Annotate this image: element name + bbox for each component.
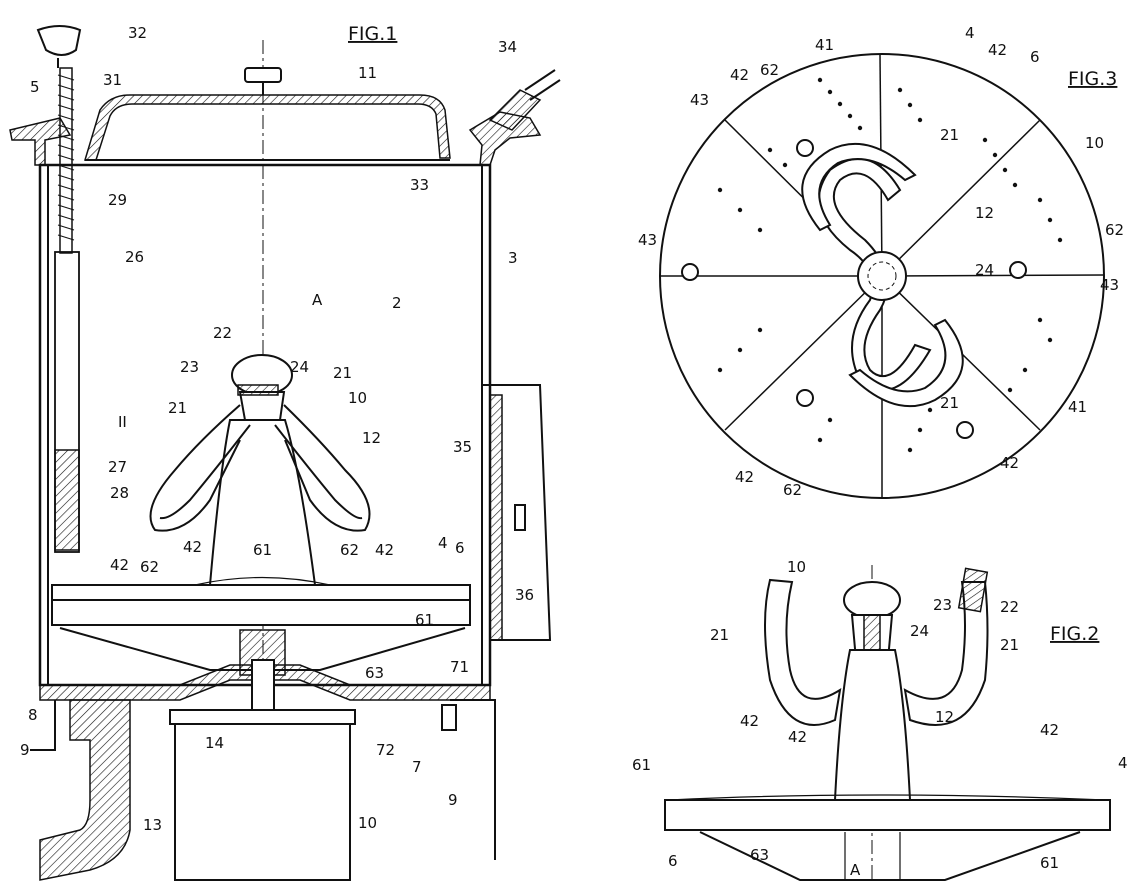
label-6: 6: [455, 539, 465, 557]
fig3-label-62c: 62: [783, 481, 802, 499]
label-14: 14: [205, 734, 224, 752]
label-28: 28: [110, 484, 129, 502]
fig3-label-42b: 42: [730, 66, 749, 84]
label-42-right: 42: [375, 541, 394, 559]
label-34: 34: [498, 38, 517, 56]
label-2: 2: [392, 294, 402, 312]
fig2-label-A: A: [850, 861, 861, 879]
label-42-left: 42: [110, 556, 129, 574]
label-42-center: 42: [183, 538, 202, 556]
fig3-label-21a: 21: [940, 126, 959, 144]
reference-labels: FIG.1 FIG.3 FIG.2 32 34 31 5 11 33 29 26…: [20, 23, 1128, 879]
label-7: 7: [412, 758, 422, 776]
fig1-drawing: [9, 25, 561, 881]
fig3-label-42c: 42: [735, 468, 754, 486]
fig2-label-61a: 61: [632, 756, 651, 774]
fig3-drawing: [659, 53, 1105, 499]
label-12: 12: [362, 429, 381, 447]
fig3-label-4: 4: [965, 24, 975, 42]
label-10: 10: [348, 389, 367, 407]
fig2-label-21b: 21: [1000, 636, 1019, 654]
label-21b: 21: [168, 399, 187, 417]
fig2-label-42c: 42: [1040, 721, 1059, 739]
fig3-label-24: 24: [975, 261, 994, 279]
label-9-left: 9: [20, 741, 30, 759]
fig3-label-42d: 42: [1000, 454, 1019, 472]
fig3-label-41: 41: [815, 36, 834, 54]
label-3: 3: [508, 249, 518, 267]
label-II: II: [118, 413, 127, 431]
fig3-label-10: 10: [1085, 134, 1104, 152]
fig2-label-24: 24: [910, 622, 929, 640]
label-11: 11: [358, 64, 377, 82]
label-63: 63: [365, 664, 384, 682]
label-61-right: 61: [415, 611, 434, 629]
fig2-label-21a: 21: [710, 626, 729, 644]
fig3-label-62a: 62: [760, 61, 779, 79]
fig2-drawing: [664, 565, 1111, 881]
label-13: 13: [143, 816, 162, 834]
fig3-label-42a: 42: [988, 41, 1007, 59]
fig3-label-62b: 62: [1105, 221, 1124, 239]
fig1-title: FIG.1: [348, 23, 397, 45]
fig2-label-42b: 42: [788, 728, 807, 746]
label-5: 5: [30, 78, 40, 96]
fig3-label-21b: 21: [940, 394, 959, 412]
label-24: 24: [290, 358, 309, 376]
fig3-label-43b: 43: [638, 231, 657, 249]
label-62-left: 62: [140, 558, 159, 576]
fig2-label-23: 23: [933, 596, 952, 614]
label-8: 8: [28, 706, 38, 724]
label-29: 29: [108, 191, 127, 209]
fig2-title: FIG.2: [1050, 623, 1099, 645]
fig2-label-42a: 42: [740, 712, 759, 730]
fig2-label-63: 63: [750, 846, 769, 864]
label-10-motor: 10: [358, 814, 377, 832]
fig3-label-12: 12: [975, 204, 994, 222]
fig2-label-10: 10: [787, 558, 806, 576]
label-33: 33: [410, 176, 429, 194]
fig2-label-12: 12: [935, 708, 954, 726]
fig2-label-4: 4: [1118, 754, 1128, 772]
fig2-label-6: 6: [668, 852, 678, 870]
fig3-label-43a: 43: [690, 91, 709, 109]
label-32: 32: [128, 24, 147, 42]
label-35: 35: [453, 438, 472, 456]
label-31: 31: [103, 71, 122, 89]
label-62-right: 62: [340, 541, 359, 559]
label-61-center: 61: [253, 541, 272, 559]
label-72: 72: [376, 741, 395, 759]
label-27: 27: [108, 458, 127, 476]
label-21a: 21: [333, 364, 352, 382]
fig3-label-43c: 43: [1100, 276, 1119, 294]
label-9-right: 9: [448, 791, 458, 809]
label-71: 71: [450, 658, 469, 676]
fig2-label-22: 22: [1000, 598, 1019, 616]
label-36: 36: [515, 586, 534, 604]
label-26: 26: [125, 248, 144, 266]
label-22: 22: [213, 324, 232, 342]
label-23: 23: [180, 358, 199, 376]
label-A: A: [312, 291, 323, 309]
fig3-title: FIG.3: [1068, 68, 1117, 90]
label-4: 4: [438, 534, 448, 552]
fig3-label-6: 6: [1030, 48, 1040, 66]
fig2-label-61b: 61: [1040, 854, 1059, 872]
fig3-label-41b: 41: [1068, 398, 1087, 416]
